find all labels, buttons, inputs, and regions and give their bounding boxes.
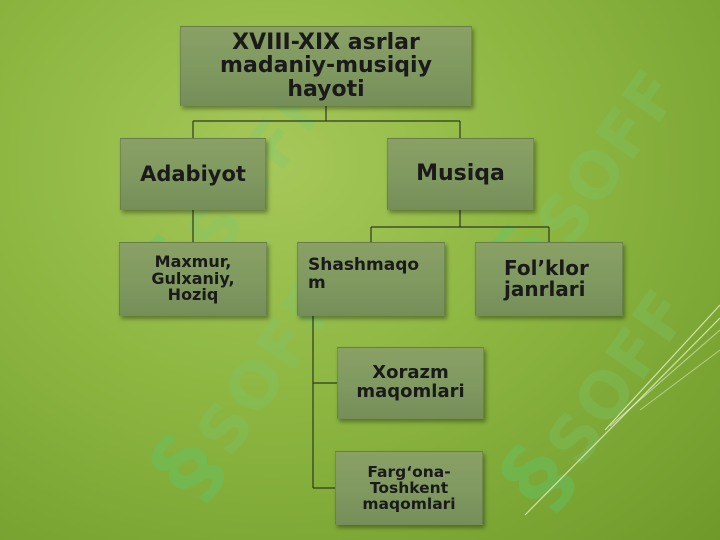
node-fargona: Farg‘ona- Toshkent maqomlari xyxy=(335,451,483,525)
node-xorazm: Xorazm maqomlari xyxy=(337,347,484,419)
node-poets: Maxmur, Gulxaniy, Hoziq xyxy=(119,242,267,316)
node-adabiyot: Adabiyot xyxy=(120,138,266,210)
node-shashmaqom: Shashmaqo m xyxy=(297,242,445,316)
node-musiqa: Musiqa xyxy=(387,138,534,210)
node-root: XVIII-XIX asrlar madaniy-musiqiy hayoti xyxy=(180,26,472,106)
node-folklor: Fol’klor janrlari xyxy=(475,242,623,316)
